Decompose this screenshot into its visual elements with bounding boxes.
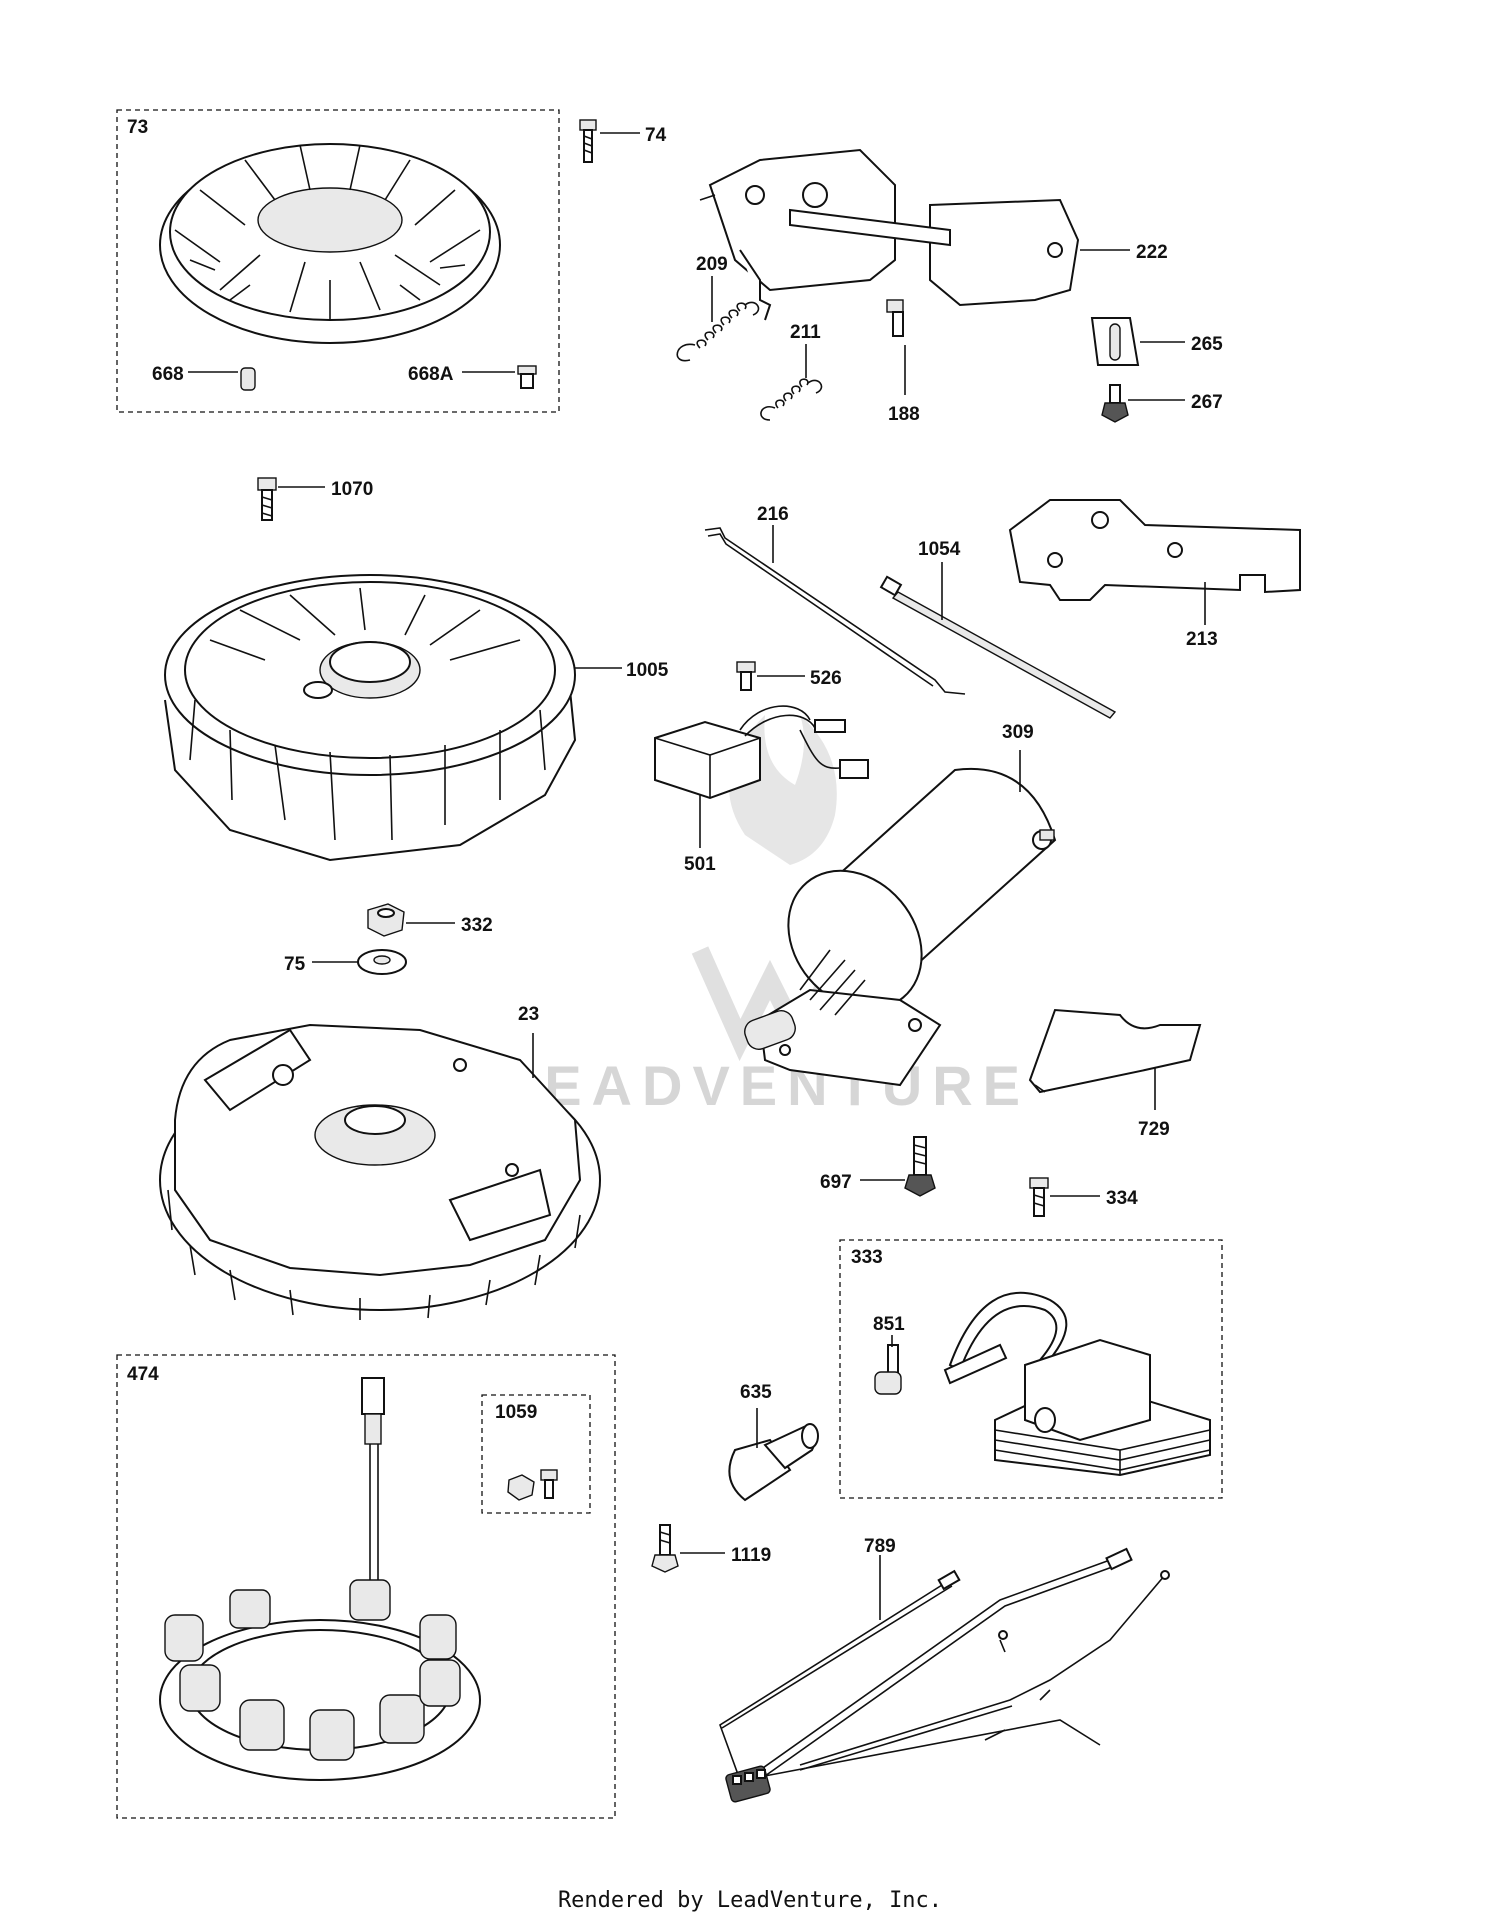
label-265: 265 bbox=[1191, 334, 1223, 355]
part-501-regulator bbox=[654, 705, 869, 800]
label-74: 74 bbox=[645, 125, 667, 146]
part-668a-bolt bbox=[517, 365, 537, 389]
part-526-screw bbox=[736, 661, 756, 691]
part-209-spring bbox=[676, 301, 760, 362]
label-75: 75 bbox=[284, 954, 306, 975]
label-267: 267 bbox=[1191, 392, 1223, 413]
part-729-plate bbox=[1028, 1008, 1202, 1094]
label-332: 332 bbox=[461, 915, 493, 936]
part-1054-cable-tie bbox=[879, 575, 1117, 719]
part-1005-fan bbox=[164, 574, 577, 862]
part-216-rod bbox=[704, 527, 966, 695]
label-216: 216 bbox=[757, 504, 789, 525]
label-309: 309 bbox=[1002, 722, 1034, 743]
part-75-washer bbox=[357, 949, 407, 975]
part-332-nut bbox=[367, 903, 405, 937]
label-1070: 1070 bbox=[331, 479, 373, 500]
box-474 bbox=[116, 1354, 616, 1819]
label-188: 188 bbox=[888, 404, 920, 425]
part-474-stator bbox=[159, 1377, 481, 1781]
part-697-screw bbox=[904, 1136, 936, 1197]
part-635-boot bbox=[728, 1423, 819, 1502]
label-729: 729 bbox=[1138, 1119, 1170, 1140]
label-474: 474 bbox=[127, 1364, 159, 1385]
footer-credit: Rendered by LeadVenture, Inc. bbox=[557, 1888, 943, 1913]
part-851-clip bbox=[874, 1344, 902, 1395]
part-267-screw bbox=[1101, 384, 1129, 423]
label-73: 73 bbox=[127, 117, 148, 138]
part-222-control-bracket bbox=[699, 148, 1080, 321]
label-213: 213 bbox=[1186, 629, 1218, 650]
part-73-blower-housing bbox=[159, 143, 501, 344]
label-851: 851 bbox=[873, 1314, 905, 1335]
box-333 bbox=[839, 1239, 1223, 1499]
label-211: 211 bbox=[790, 322, 821, 343]
label-1054: 1054 bbox=[918, 539, 961, 560]
part-188-screw bbox=[886, 299, 904, 337]
box-73 bbox=[116, 109, 560, 413]
label-1059: 1059 bbox=[495, 1402, 537, 1423]
label-668a: 668A bbox=[408, 364, 454, 385]
part-211-spring bbox=[760, 378, 823, 421]
label-668: 668 bbox=[152, 364, 184, 385]
label-526: 526 bbox=[810, 668, 842, 689]
part-668-pin bbox=[240, 367, 256, 391]
part-265-clip bbox=[1090, 317, 1140, 366]
label-209: 209 bbox=[696, 254, 728, 275]
watermark-text: LEADVENTURE bbox=[500, 1054, 1030, 1117]
part-1119-screw bbox=[651, 1524, 679, 1573]
label-697: 697 bbox=[820, 1172, 852, 1193]
part-333-ignition-coil bbox=[943, 1291, 1211, 1477]
part-1059-hardware bbox=[507, 1469, 558, 1501]
watermark: LEADVENTURE bbox=[500, 715, 1030, 1117]
part-1070-screw bbox=[257, 477, 277, 521]
part-789-wire-harness bbox=[719, 1547, 1170, 1803]
box-1059 bbox=[481, 1394, 591, 1514]
label-1119: 1119 bbox=[731, 1545, 771, 1566]
label-501: 501 bbox=[684, 854, 716, 875]
label-333: 333 bbox=[851, 1247, 883, 1268]
label-635: 635 bbox=[740, 1382, 772, 1403]
label-222: 222 bbox=[1136, 242, 1168, 263]
label-1005: 1005 bbox=[626, 660, 669, 681]
part-74-screw bbox=[579, 119, 597, 163]
label-334: 334 bbox=[1106, 1188, 1138, 1209]
part-309-starter-motor bbox=[744, 767, 1057, 1087]
label-23: 23 bbox=[518, 1004, 539, 1025]
part-23-flywheel bbox=[159, 1023, 601, 1320]
label-789: 789 bbox=[864, 1536, 896, 1557]
part-334-screw bbox=[1029, 1177, 1049, 1217]
part-213-bracket bbox=[1008, 499, 1301, 601]
